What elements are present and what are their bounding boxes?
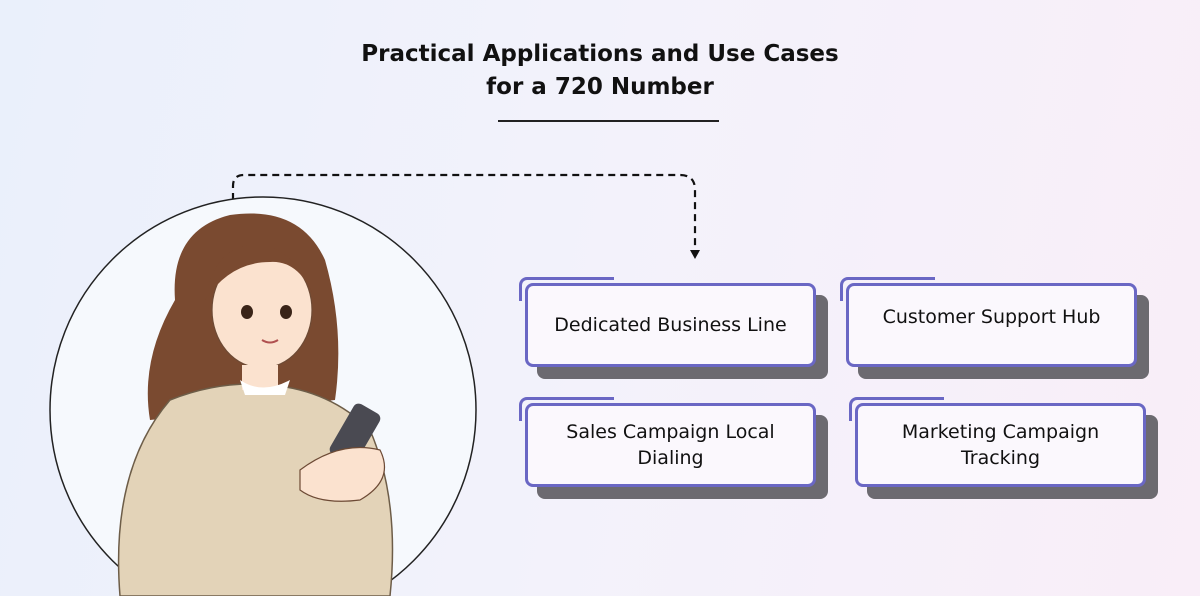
card-dedicated-business-line: Dedicated Business Line xyxy=(519,277,828,379)
card-accent xyxy=(840,277,935,301)
card-label: Sales Campaign Local Dialing xyxy=(525,403,816,487)
title-underline xyxy=(498,120,719,122)
dashed-connector xyxy=(231,173,697,248)
card-accent xyxy=(519,397,614,421)
title-line-1: Practical Applications and Use Cases xyxy=(361,41,839,67)
arrow-head-icon xyxy=(690,250,700,259)
woman-figure xyxy=(117,213,394,596)
card-accent xyxy=(849,397,944,421)
card-customer-support-hub: Customer Support Hub xyxy=(840,277,1149,379)
title-line-2: for a 720 Number xyxy=(486,74,714,100)
page-title: Practical Applications and Use Cases for… xyxy=(0,38,1200,104)
card-label: Marketing Campaign Tracking xyxy=(855,403,1146,487)
card-label: Dedicated Business Line xyxy=(525,283,816,367)
card-label: Customer Support Hub xyxy=(846,283,1137,367)
card-sales-campaign-local-dialing: Sales Campaign Local Dialing xyxy=(519,397,828,499)
card-accent xyxy=(519,277,614,301)
card-marketing-campaign-tracking: Marketing Campaign Tracking xyxy=(849,397,1158,499)
